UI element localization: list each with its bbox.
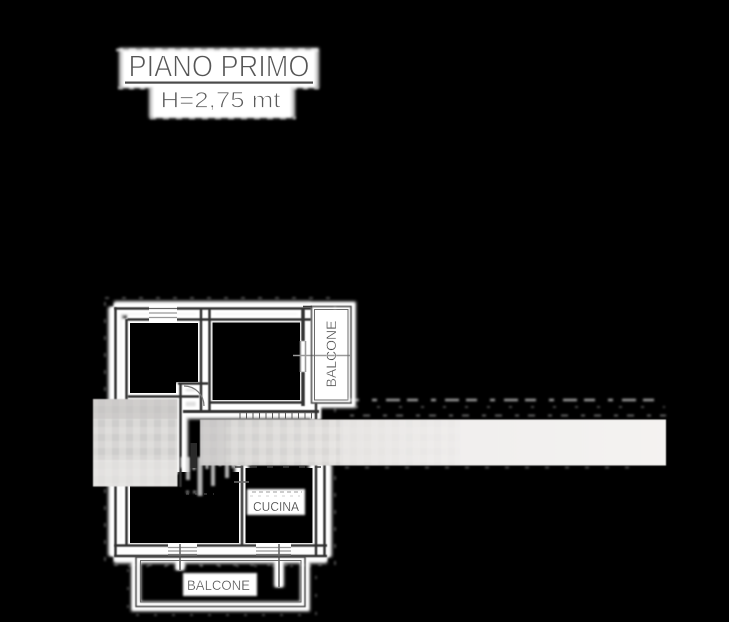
svg-text:BALCONE: BALCONE: [324, 321, 339, 388]
svg-text:H=2,75 mt: H=2,75 mt: [161, 88, 282, 113]
svg-text:BALCONE: BALCONE: [187, 578, 250, 593]
svg-text:CUCINA: CUCINA: [253, 500, 300, 514]
svg-text:PIANO PRIMO: PIANO PRIMO: [129, 50, 310, 84]
